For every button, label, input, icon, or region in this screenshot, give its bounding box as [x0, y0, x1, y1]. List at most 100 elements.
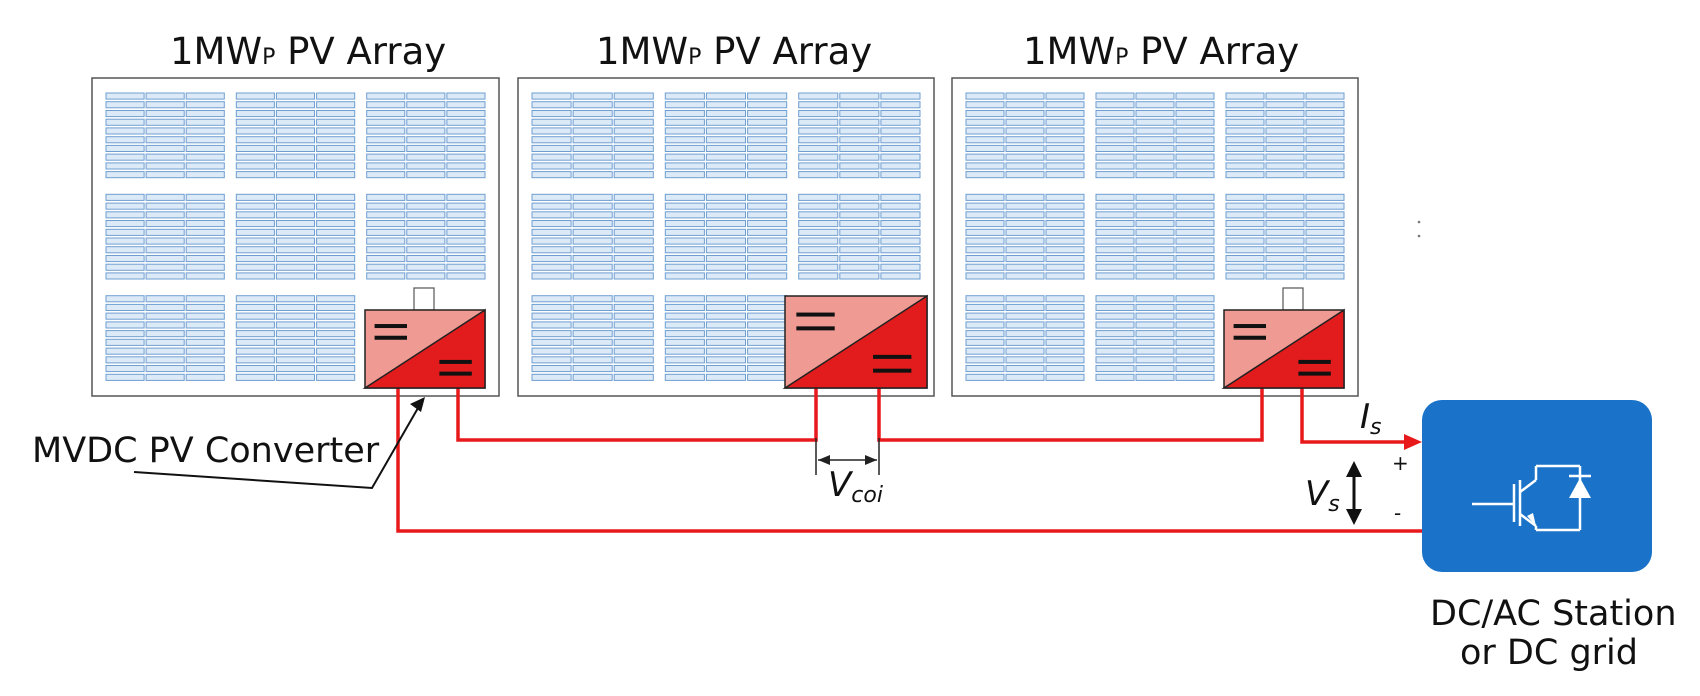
pv-panel [798, 110, 839, 118]
pv-panel [965, 92, 1005, 100]
pv-panel [446, 202, 486, 210]
pv-panel [1005, 347, 1045, 355]
pv-panel [235, 365, 275, 373]
pv-panel [366, 202, 406, 210]
panel-block [366, 92, 486, 179]
pv-panel [1045, 162, 1085, 170]
pv-panel [275, 237, 315, 245]
pv-panel [145, 144, 185, 152]
pv-panel [747, 171, 788, 179]
pv-panel [316, 373, 356, 381]
pv-panel [531, 202, 572, 210]
pv-panel [705, 272, 747, 280]
pv-panel [145, 263, 185, 271]
pv-panel [1005, 303, 1045, 311]
pv-panel [316, 153, 356, 161]
panel-block [531, 295, 654, 381]
pv-panel [531, 228, 572, 236]
pv-panel [1135, 171, 1175, 179]
pv-panel [839, 153, 880, 161]
pv-panel [406, 162, 446, 170]
pv-panel [145, 312, 185, 320]
pv-panel [145, 118, 185, 126]
pv-panel [105, 202, 145, 210]
pv-panel [1305, 153, 1345, 161]
pv-panel [1095, 193, 1135, 201]
pv-panel [1045, 171, 1085, 179]
pv-panel [880, 193, 921, 201]
pv-panel [406, 118, 446, 126]
dc-dc-converter-icon [362, 287, 486, 389]
pv-panel [446, 162, 486, 170]
panel-block [1095, 193, 1215, 280]
pv-panel [105, 330, 145, 338]
pv-panel [1305, 101, 1345, 109]
pv-panel [105, 193, 145, 201]
pv-panel [1305, 202, 1345, 210]
pv-panel [185, 162, 225, 170]
pv-panel [105, 237, 145, 245]
pv-panel [105, 144, 145, 152]
pv-panel [839, 171, 880, 179]
pv-panel [1045, 118, 1085, 126]
pv-panel [1095, 312, 1135, 320]
pv-panel [1135, 228, 1175, 236]
pv-panel [1095, 211, 1135, 219]
pv-panel [1265, 255, 1305, 263]
pv-panel [105, 347, 145, 355]
pv-panel [446, 153, 486, 161]
pv-panel [798, 228, 839, 236]
pv-panel [275, 92, 315, 100]
pv-panel [531, 171, 572, 179]
pv-panel [572, 153, 613, 161]
pv-panel [839, 246, 880, 254]
pv-panel [235, 321, 275, 329]
pv-panel [316, 110, 356, 118]
pv-panel [705, 373, 747, 381]
pv-panel [613, 144, 654, 152]
pv-panel [366, 144, 406, 152]
pv-panel [747, 303, 788, 311]
pv-panel [880, 101, 921, 109]
pv-panel [446, 101, 486, 109]
pv-panel [747, 237, 788, 245]
pv-panel [664, 365, 705, 373]
pv-panel [798, 127, 839, 135]
pv-panel [145, 365, 185, 373]
pv-panel [235, 118, 275, 126]
pv-panel [1135, 144, 1175, 152]
pv-panel [1005, 365, 1045, 373]
pv-panel [880, 110, 921, 118]
pv-panel [664, 330, 705, 338]
pv-panel [105, 228, 145, 236]
pv-panel [965, 373, 1005, 381]
pv-panel [965, 263, 1005, 271]
pv-panel [275, 228, 315, 236]
pv-panel [965, 255, 1005, 263]
pv-panel [105, 365, 145, 373]
pv-panel [705, 162, 747, 170]
pv-panel [664, 118, 705, 126]
pv-panel [572, 220, 613, 228]
pv-panel [105, 110, 145, 118]
pv-panel [705, 171, 747, 179]
pv-panel [145, 101, 185, 109]
pv-panel [1225, 171, 1265, 179]
pv-panel [1175, 246, 1215, 254]
pv-panel [145, 237, 185, 245]
pv-panel [705, 136, 747, 144]
pv-panel [1095, 246, 1135, 254]
pv-panel [446, 228, 486, 236]
pv-panel [880, 272, 921, 280]
pv-panel [798, 263, 839, 271]
pv-panel [316, 365, 356, 373]
pv-panel [1265, 211, 1305, 219]
pv-panel [613, 321, 654, 329]
pv-panel [1135, 303, 1175, 311]
pv-panel [145, 202, 185, 210]
pv-panel [1265, 263, 1305, 271]
pv-panel [145, 255, 185, 263]
pv-panel [1265, 144, 1305, 152]
pv-panel [145, 228, 185, 236]
